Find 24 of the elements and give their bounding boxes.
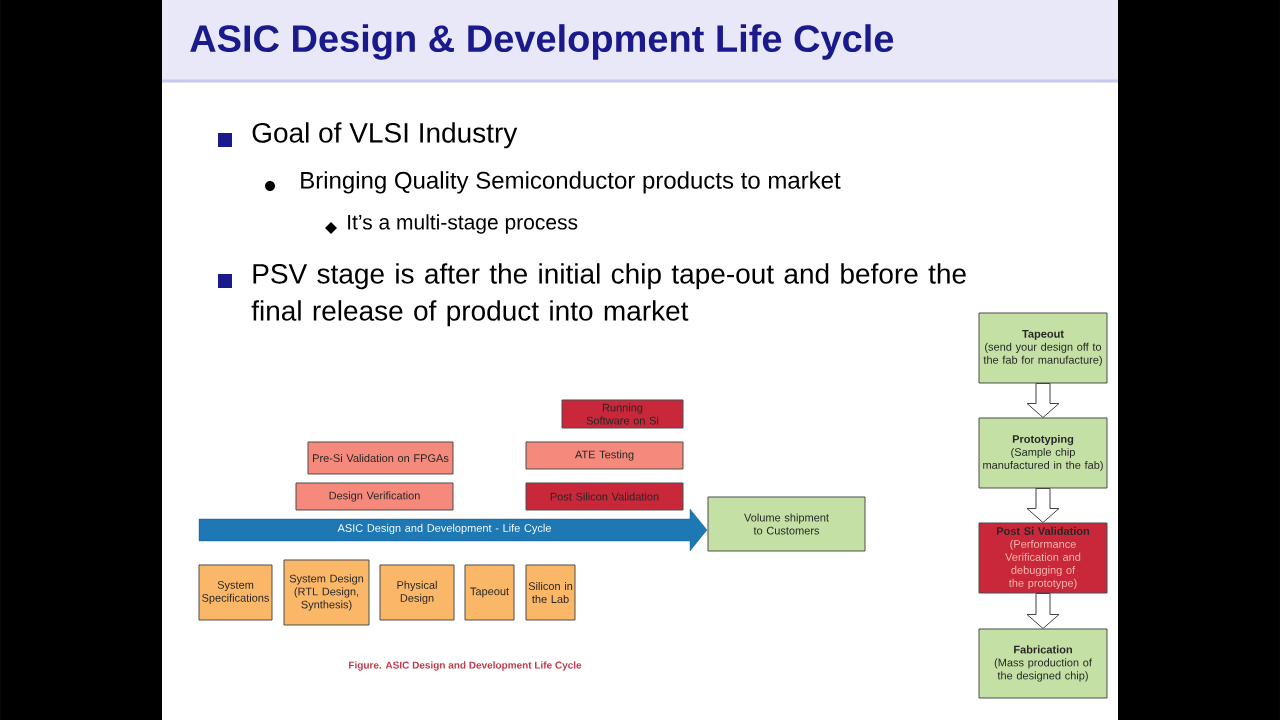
stage-box: Volume shipment to Customers — [707, 496, 866, 552]
block-arrow — [1026, 383, 1060, 418]
flow-step-box: Fabrication (Mass production of the designed chip) — [978, 628, 1108, 699]
phase-box: Silicon in the Lab — [525, 564, 576, 621]
phase-box: Tapeout — [464, 564, 515, 621]
flow-step-box: Prototyping (Sample chip manufactured in the fab) — [978, 417, 1108, 489]
stage-box: Pre-Si Validation on FPGAs — [307, 441, 454, 475]
bullet-text: PSV stage is after the initial chip tape-out and before the final release of product into market — [251, 263, 966, 327]
phase-box: System Specifications — [198, 564, 273, 621]
block-arrow — [1026, 488, 1060, 523]
bullet-text: Goal of VLSI Industry — [252, 122, 518, 149]
slide-title: ASIC Design & Development Life Cycle — [190, 24, 894, 60]
bullet-text: It’s a multi-stage process — [348, 214, 578, 234]
bullet-text: Bringing Quality Semiconductor products to market — [301, 171, 841, 194]
flow-step-box: Post Si Validation (Performance Verification and debugging of the prototype) — [978, 522, 1108, 594]
figure-caption: Figure. ASIC Design and Development Life Cycle — [349, 661, 582, 671]
stage-box: Post Silicon Validation — [525, 482, 684, 511]
stage-box: Design Verification — [295, 482, 454, 511]
block-arrow — [1026, 593, 1060, 629]
phase-box: Physical Design — [379, 564, 455, 621]
flow-step-box: Tapeout (send your design off to the fab for manufacture) — [978, 312, 1108, 384]
stage-box: ATE Testing — [525, 441, 684, 470]
phase-box: System Design (RTL Design, Synthesis) — [283, 559, 370, 626]
stage-box: Running Software on Si — [561, 399, 684, 429]
